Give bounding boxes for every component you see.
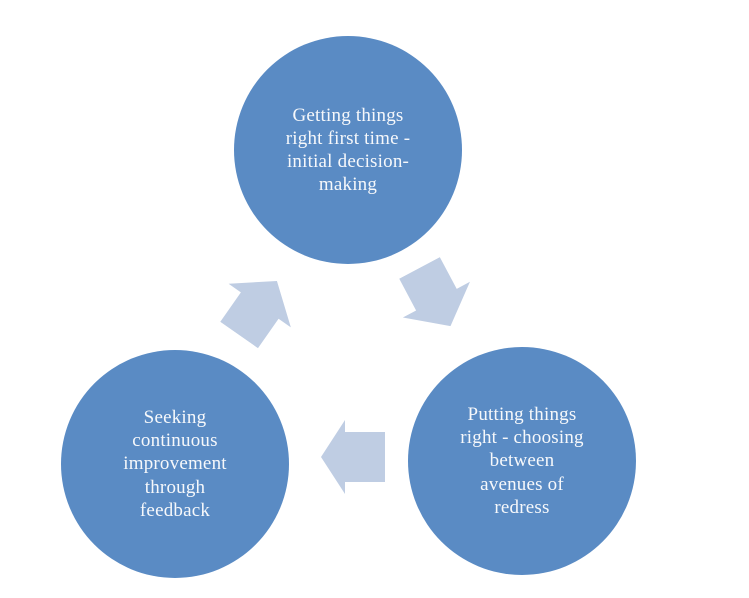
arrow-down-right-icon — [399, 257, 470, 327]
arrow-left-icon — [321, 420, 385, 494]
cycle-node-top-label: Getting things right first time - initia… — [285, 104, 411, 196]
arrow-up-right-icon — [220, 280, 291, 349]
cycle-node-bottom-left-label: Seeking continuous improvement through f… — [123, 407, 227, 521]
cycle-node-bottom-right-label: Putting things right - choosing between … — [460, 404, 584, 518]
arrow-left-shape — [321, 420, 385, 494]
arrow-down-right-shape — [399, 257, 470, 327]
arrow-up-right-shape — [220, 280, 291, 349]
cycle-node-top: Getting things right first time - initia… — [234, 36, 462, 264]
cycle-node-bottom-right: Putting things right - choosing between … — [408, 347, 636, 575]
cycle-node-bottom-left: Seeking continuous improvement through f… — [61, 350, 289, 578]
